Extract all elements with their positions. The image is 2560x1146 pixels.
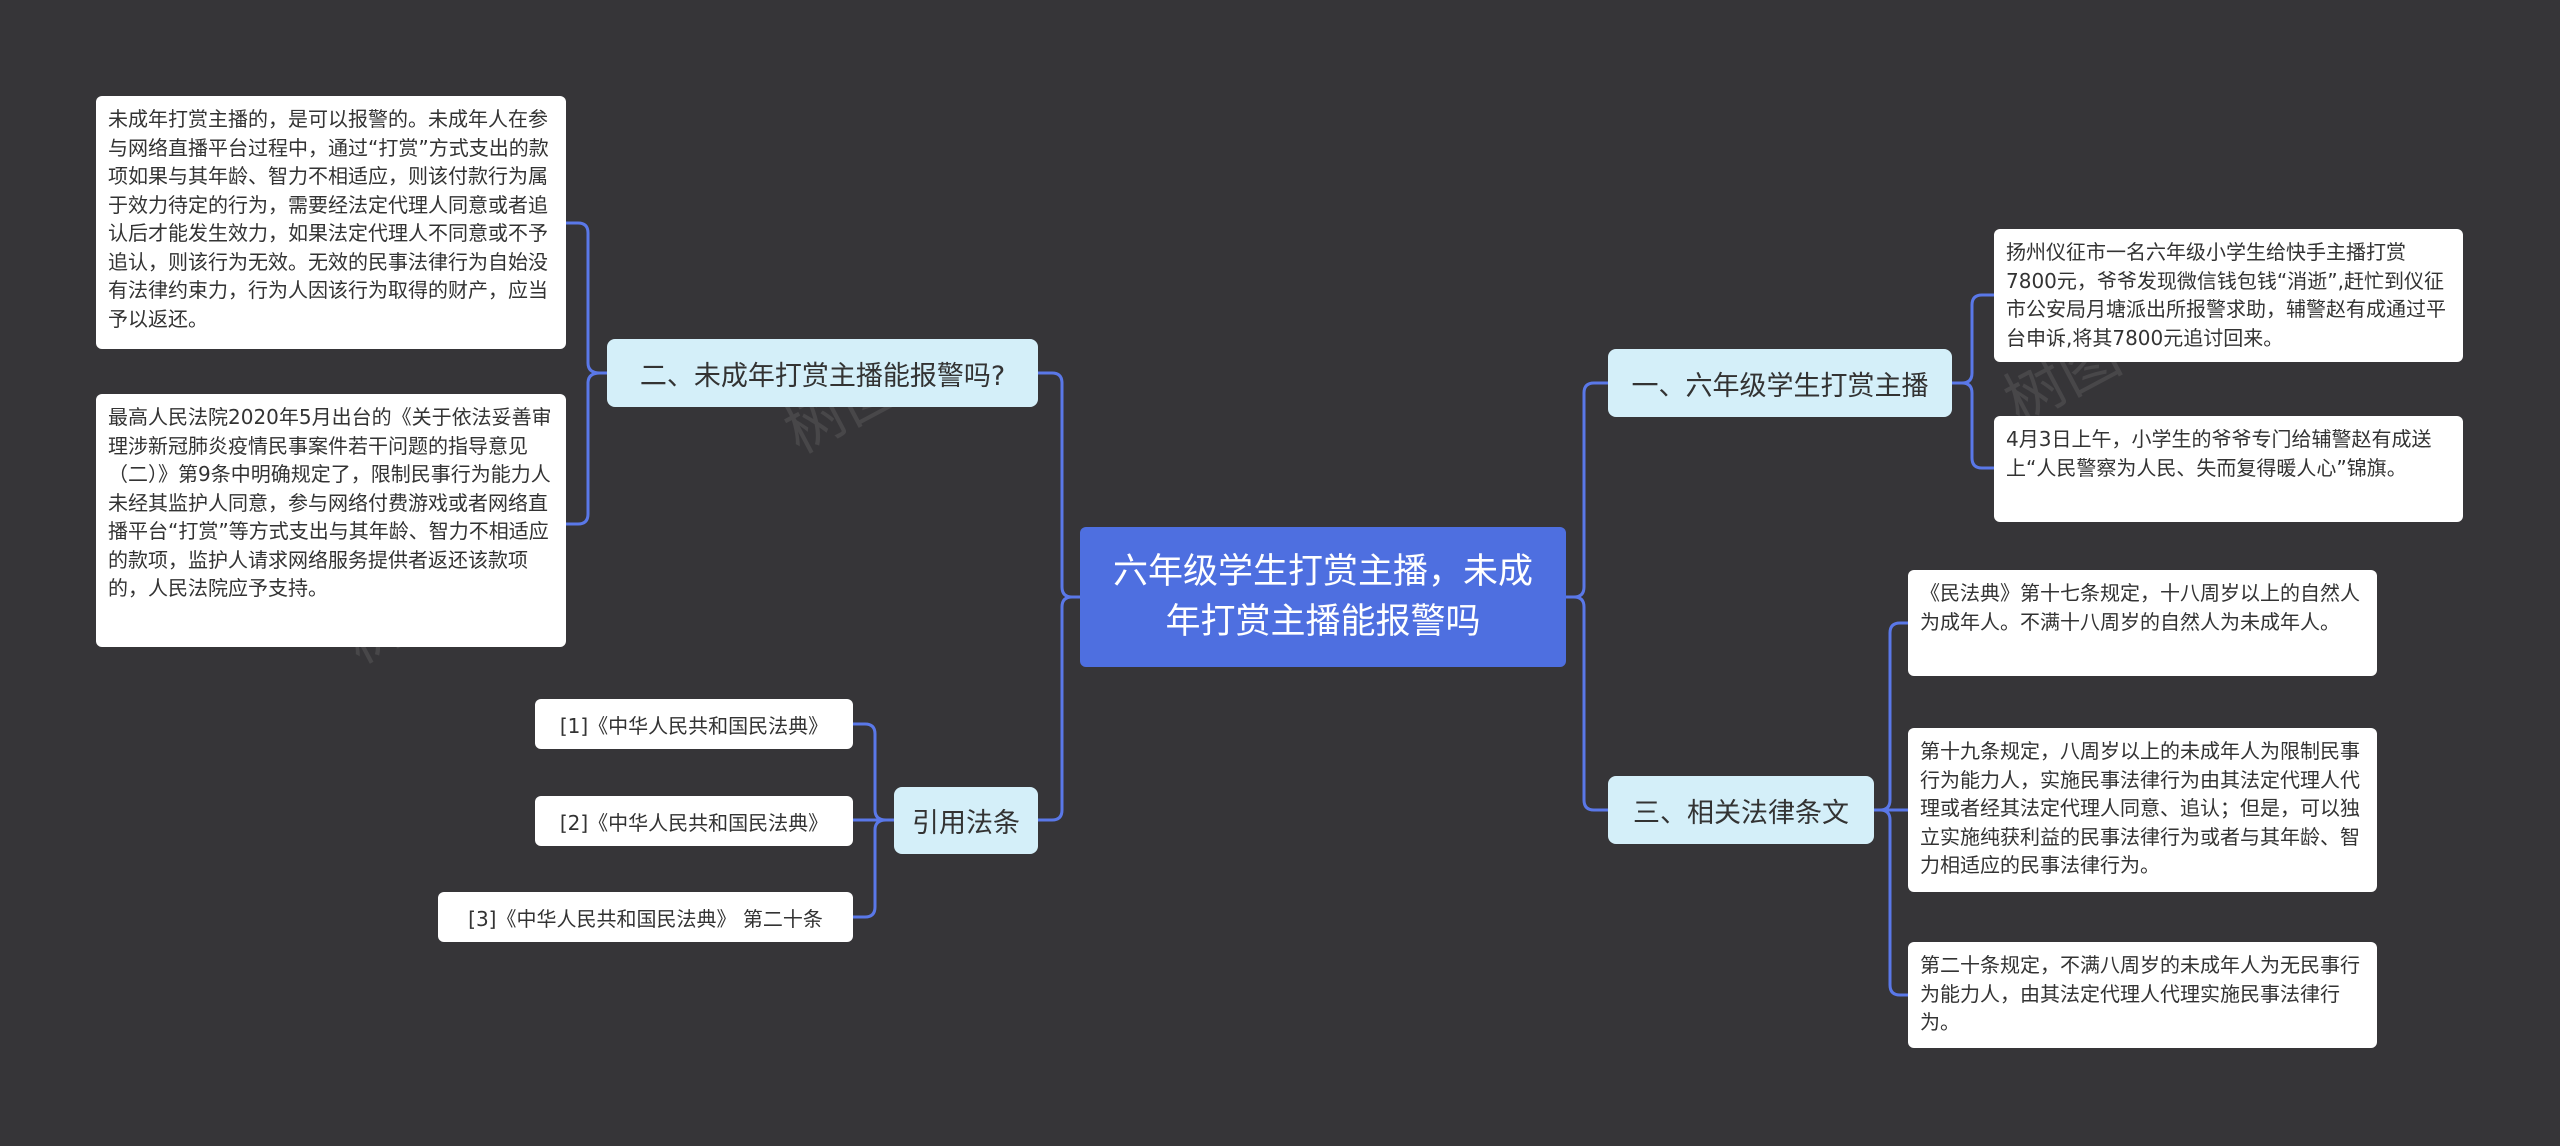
leaf-b1-2[interactable]: 4月3日上午，小学生的爷爷专门给辅警赵有成送上“人民警察为人民、失而复得暖人心”… [1994, 416, 2463, 522]
citation-2-label: [2]《中华人民共和国民法典》 [559, 810, 829, 835]
branch-b1[interactable]: 一、六年级学生打赏主播 [1608, 349, 1952, 417]
link-b1-leaf1 [1952, 293, 1994, 385]
link-b1-leaf2 [1952, 381, 1994, 470]
citation-3[interactable]: [3]《中华人民共和国民法典》 第二十条 [438, 892, 853, 942]
leaf-b1-1[interactable]: 扬州仪征市一名六年级小学生给快手主播打赏7800元，爷爷发现微信钱包钱“消逝”,… [1994, 229, 2463, 362]
citation-1[interactable]: [1]《中华人民共和国民法典》 [535, 699, 853, 749]
link-b2-leaf2 [566, 371, 607, 526]
link-b3-leaf3 [1874, 808, 1908, 997]
branch-b2-label: 二、未成年打赏主播能报警吗? [639, 360, 1006, 392]
leaf-b2-1[interactable]: 未成年打赏主播的，是可以报警的。未成年人在参与网络直播平台过程中，通过“打赏”方… [96, 96, 566, 349]
branch-b3-label: 三、相关法律条文 [1633, 797, 1849, 829]
leaf-b2-2[interactable]: 最高人民法院2020年5月出台的《关于依法妥善审理涉新冠肺炎疫情民事案件若干问题… [96, 394, 566, 647]
link-root-b4 [1038, 595, 1080, 822]
branch-b2[interactable]: 二、未成年打赏主播能报警吗? [607, 339, 1038, 407]
leaf-b3-1[interactable]: 《民法典》第十七条规定，十八周岁以上的自然人为成年人。不满十八周岁的自然人为未成… [1908, 570, 2377, 676]
link-b4-cite3 [853, 818, 894, 919]
branch-b4-label: 引用法条 [912, 808, 1020, 839]
root-title: 六年级学生打赏主播，未成年打赏主播能报警吗 [1112, 552, 1533, 642]
citation-3-label: [3]《中华人民共和国民法典》 第二十条 [468, 906, 823, 931]
link-root-b2 [1038, 371, 1080, 599]
root-node[interactable]: 六年级学生打赏主播，未成年打赏主播能报警吗 [1080, 527, 1566, 667]
link-root-b3 [1566, 595, 1608, 812]
branch-b4[interactable]: 引用法条 [894, 787, 1038, 854]
link-root-b1 [1566, 381, 1608, 599]
branch-b3[interactable]: 三、相关法律条文 [1608, 776, 1874, 844]
leaf-b3-3[interactable]: 第二十条规定，不满八周岁的未成年人为无民事行为能力人，由其法定代理人代理实施民事… [1908, 942, 2377, 1048]
leaf-b3-2[interactable]: 第十九条规定，八周岁以上的未成年人为限制民事行为能力人，实施民事法律行为由其法定… [1908, 728, 2377, 892]
link-b4-cite1 [853, 722, 894, 822]
citation-1-label: [1]《中华人民共和国民法典》 [559, 713, 829, 738]
link-b2-leaf1 [566, 221, 607, 375]
branch-b1-label: 一、六年级学生打赏主播 [1631, 370, 1929, 402]
citation-2[interactable]: [2]《中华人民共和国民法典》 [535, 796, 853, 846]
link-b3-leaf1 [1874, 621, 1908, 812]
